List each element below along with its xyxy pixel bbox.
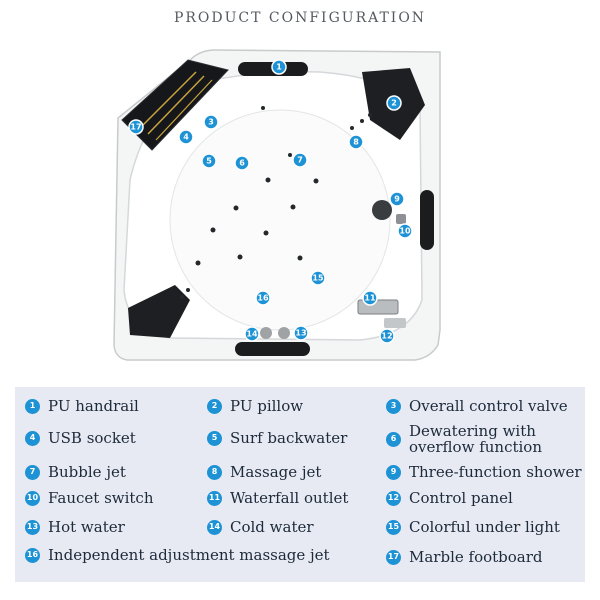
callout-9: 9 [389, 191, 405, 207]
control-panel-shape [384, 318, 406, 328]
callout-15: 15 [310, 270, 326, 286]
callout-3: 3 [203, 114, 219, 130]
marble-footboard [121, 59, 229, 151]
callout-11: 11 [362, 290, 378, 306]
svg-text:12: 12 [381, 332, 392, 341]
callout-4: 4 [178, 129, 194, 145]
svg-text:5: 5 [206, 157, 212, 166]
handrail-bottom [235, 342, 310, 356]
svg-text:16: 16 [257, 294, 269, 303]
svg-text:14: 14 [246, 330, 258, 339]
svg-text:11: 11 [364, 294, 376, 303]
callout-13: 13 [293, 325, 309, 341]
callout-14: 14 [244, 326, 260, 342]
hot-valve [278, 327, 290, 339]
svg-text:10: 10 [399, 227, 411, 236]
callout-6: 6 [234, 155, 250, 171]
callout-17: 17 [128, 119, 144, 135]
callout-5: 5 [201, 153, 217, 169]
bathtub-diagram: 1 2 3 4 5 6 7 8 9 10 11 12 13 14 15 16 1… [113, 49, 441, 361]
callout-2: 2 [386, 95, 402, 111]
svg-text:2: 2 [391, 99, 397, 108]
callout-12: 12 [379, 328, 395, 344]
svg-text:13: 13 [295, 329, 306, 338]
callout-8: 8 [348, 134, 364, 150]
svg-text:4: 4 [183, 133, 189, 142]
faucet-switch [396, 214, 406, 224]
shower-head [372, 200, 392, 220]
svg-text:9: 9 [394, 195, 400, 204]
callout-markers: 1 2 3 4 5 6 7 8 9 10 11 12 13 14 15 16 1… [128, 59, 413, 344]
handrail-right [420, 190, 434, 250]
callout-7: 7 [292, 152, 308, 168]
page-title: PRODUCT CONFIGURATION [173, 10, 427, 26]
svg-text:8: 8 [353, 138, 359, 147]
svg-text:3: 3 [208, 118, 214, 127]
callout-10: 10 [397, 223, 413, 239]
callout-16: 16 [255, 290, 271, 306]
pillow-bottom-left [128, 285, 190, 338]
svg-text:15: 15 [312, 274, 324, 283]
cold-valve [260, 327, 272, 339]
svg-text:1: 1 [276, 63, 282, 72]
callout-1: 1 [271, 59, 287, 75]
svg-text:7: 7 [297, 156, 303, 165]
svg-text:6: 6 [239, 159, 245, 168]
svg-text:17: 17 [130, 123, 141, 132]
